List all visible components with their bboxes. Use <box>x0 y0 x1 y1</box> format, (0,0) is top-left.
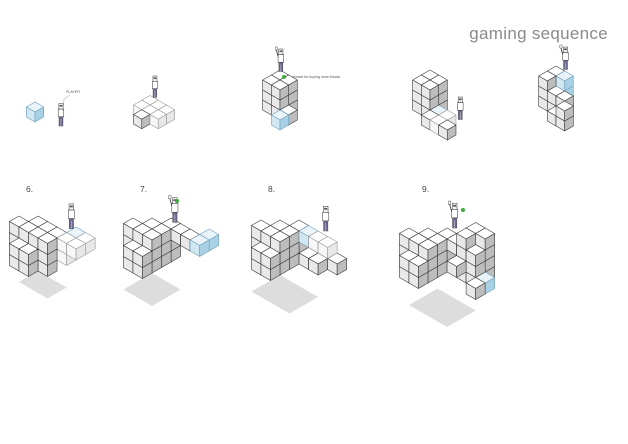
reward-annotation: = reward for buying more blocks <box>289 75 341 79</box>
page-title: gaming sequence <box>469 24 608 43</box>
ghost-block <box>149 109 167 130</box>
block <box>133 109 151 130</box>
player-figure <box>57 103 65 127</box>
blue-block <box>271 109 289 131</box>
player-figure <box>448 200 458 229</box>
player-figure <box>168 195 179 223</box>
reward-icon <box>175 199 179 203</box>
ground-shadow <box>251 275 319 314</box>
annotation-leader <box>62 94 71 112</box>
scene-2 <box>133 75 175 130</box>
block <box>465 244 486 267</box>
block <box>421 79 439 101</box>
scene-7 <box>123 195 219 306</box>
step-label-8: 8. <box>268 184 276 194</box>
player-annotation: PLAYER <box>66 90 80 94</box>
scene-1 <box>26 94 71 127</box>
blue-block <box>26 101 44 123</box>
block <box>465 277 486 300</box>
block <box>456 227 476 251</box>
block <box>555 100 574 122</box>
block <box>418 238 438 262</box>
step-label-7: 7. <box>140 184 148 194</box>
ghost-block <box>66 237 86 261</box>
block <box>270 230 290 254</box>
player-figure <box>559 44 569 70</box>
blue-block <box>189 234 210 257</box>
reward-icon <box>282 75 286 79</box>
player-figure <box>322 206 330 232</box>
ghost-block <box>317 236 338 259</box>
scene-3 <box>262 46 298 131</box>
scene-8 <box>251 206 347 314</box>
block <box>260 247 281 270</box>
ground-shadow <box>408 288 476 327</box>
ground-shadow <box>123 273 181 306</box>
player-figure <box>457 96 464 120</box>
block <box>37 232 58 255</box>
ground-shadow <box>18 271 67 299</box>
step-label-9: 9. <box>422 184 430 194</box>
player-figure <box>274 46 284 72</box>
block <box>538 70 557 92</box>
blue-block <box>555 70 574 92</box>
block <box>142 228 162 252</box>
block <box>475 227 495 251</box>
step-label-6: 6. <box>26 184 34 194</box>
block <box>438 119 457 141</box>
block <box>327 252 347 276</box>
reward-icon <box>461 208 465 212</box>
scene-5 <box>538 44 574 132</box>
player-figure <box>68 203 75 229</box>
block <box>308 252 328 276</box>
scene-6 <box>9 203 96 299</box>
block <box>132 245 153 268</box>
block <box>271 79 289 101</box>
player-figure <box>152 75 158 98</box>
scene-4 <box>412 69 464 141</box>
block <box>408 255 429 278</box>
scene-9 <box>399 200 495 327</box>
